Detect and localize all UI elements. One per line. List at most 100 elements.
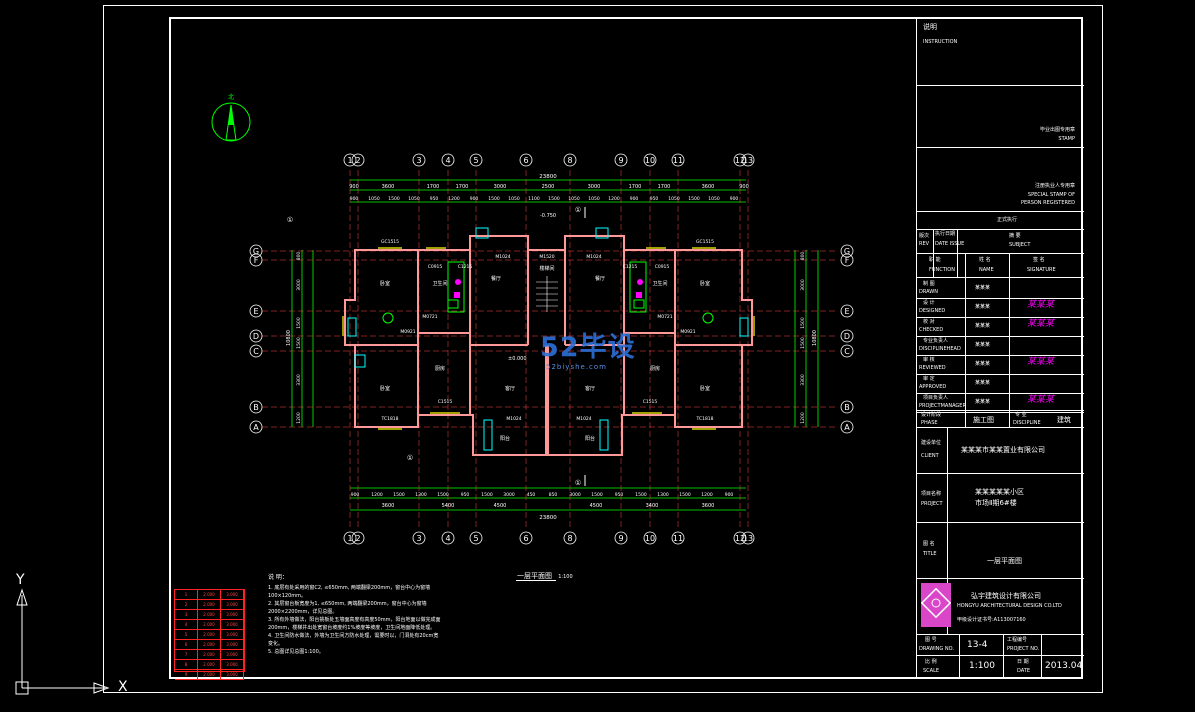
axis-bubble [441,531,455,545]
windows [342,247,755,430]
axis-bubble-label: C [844,347,850,356]
axis-bubble [249,420,263,434]
dim-right: 1500 [800,317,806,329]
axis-bubble-label: C [253,347,259,356]
dim-top-row2: 1050 [588,196,600,202]
axis-bubble-label: F [254,256,259,265]
tb-projno-en: PROJECT NO. [1007,646,1040,652]
axis-bubble-label: A [844,423,850,432]
walls [344,235,753,456]
dim-bottom-row1: 1500 [635,492,647,498]
tb-name-en: NAME [979,267,994,273]
axis-bubble-label: 9 [618,156,623,165]
room-label: 卫生间 [652,280,667,287]
plan-scale-text: 1:100 [558,574,573,580]
door-window-code: TC1818 [695,416,713,422]
role-name: 某某某 [975,285,991,291]
dim-left: 1200 [296,412,302,424]
dim-bottom-row1: 1500 [437,492,449,498]
role-cn: 审 定 [923,376,935,382]
tb-sig-en: SIGNATURE [1027,267,1056,273]
legend-cell: 2.000 [198,640,221,649]
axis-bubble [519,153,533,167]
axis-bubble-label: 4 [445,156,450,165]
tb-func-cn: 职 能 [929,257,941,263]
door-window-code: C1515 [643,399,658,405]
dim-top-row2: 1050 [568,196,580,202]
role-name: 某某某 [975,323,991,329]
legend-cell: 2.000 [198,600,221,609]
stair-icon [536,276,558,312]
dim-left-total: 10800 [286,330,292,346]
axis-bubble-label: 11 [673,156,683,165]
dim-bottom-row1: 950 [615,492,624,498]
axis-bubble-label: G [253,247,259,256]
door-window-code: M0721 [657,314,672,320]
dim-bottom-row2: 5400 [442,503,455,509]
dim-bottom-row1: 900 [725,492,734,498]
dim-top-row2: 1050 [408,196,420,202]
kitchen-fixtures [382,261,714,324]
dim-top-row2: 1050 [368,196,380,202]
axis-bubble-label: 13 [743,156,753,165]
axis-bubble [249,304,263,318]
dim-bottom-row2: 3600 [382,503,395,509]
tb-reg-en2: PERSON REGISTERED [1021,200,1075,206]
dim-top-row2: 900 [730,196,739,202]
axis-bubble-label: 3 [416,534,421,543]
dim-top-row1: 3000 [588,184,601,190]
axis-bubble-label: 8 [567,534,572,543]
dim-right: 800 [800,252,806,261]
plan-title-underline [516,580,556,581]
role-signature: 某某某 [1027,319,1055,329]
axis-bubble-label: 13 [743,534,753,543]
tb-name-cn: 姓 名 [979,257,991,263]
role-cn: 设 计 [923,300,935,306]
axis-bubble [614,531,628,545]
section-callout: ① [575,479,581,487]
axis-bubble-label: 2 [355,534,360,543]
door-window-code: M0721 [422,314,437,320]
dim-right: 3300 [800,374,806,386]
tb-rev-en: REV [919,241,930,247]
axis-bubble [741,531,755,545]
legend-cell: 9 [175,670,198,679]
axis-bubble-label: 8 [567,156,572,165]
axis-bubble-label: A [253,423,259,432]
tb-dwgno-value: 13-4 [967,640,988,650]
axis-bubble [412,531,426,545]
legend-cell: 2.000 [198,590,221,599]
tb-rev-cn: 版次 [919,233,930,239]
tb-client-cn: 建设单位 [921,440,942,446]
room-label: 厨房 [650,365,660,372]
tb-stamp-cn: 毕业出图专用章 [1039,127,1075,133]
dim-top-row2: 1050 [708,196,720,202]
door-window-code: M1024 [576,416,591,422]
axis-bubble [249,344,263,358]
dim-top-row1: 1700 [456,184,469,190]
dim-top-total: 23800 [539,174,557,180]
axis-bubble [469,531,483,545]
dim-left: 800 [296,252,302,261]
tb-scale-cn: 比 例 [925,659,937,665]
axis-bubble [412,153,426,167]
tb-title-en: TITLE [923,551,937,557]
door-window-code: C0915 [428,264,443,270]
role-cn: 专业负责人 [923,338,949,344]
dim-bottom-row2: 4500 [494,503,507,509]
dim-top-row2: 950 [430,196,439,202]
axis-bubble-label: 1 [347,156,352,165]
door-window-code: M1024 [586,254,601,260]
tb-project-value1: 某某某某某小区 [975,488,1024,496]
tb-reg-en1: SPECIAL STAMP OF [1027,192,1075,198]
legend-cell: 6 [175,640,198,649]
